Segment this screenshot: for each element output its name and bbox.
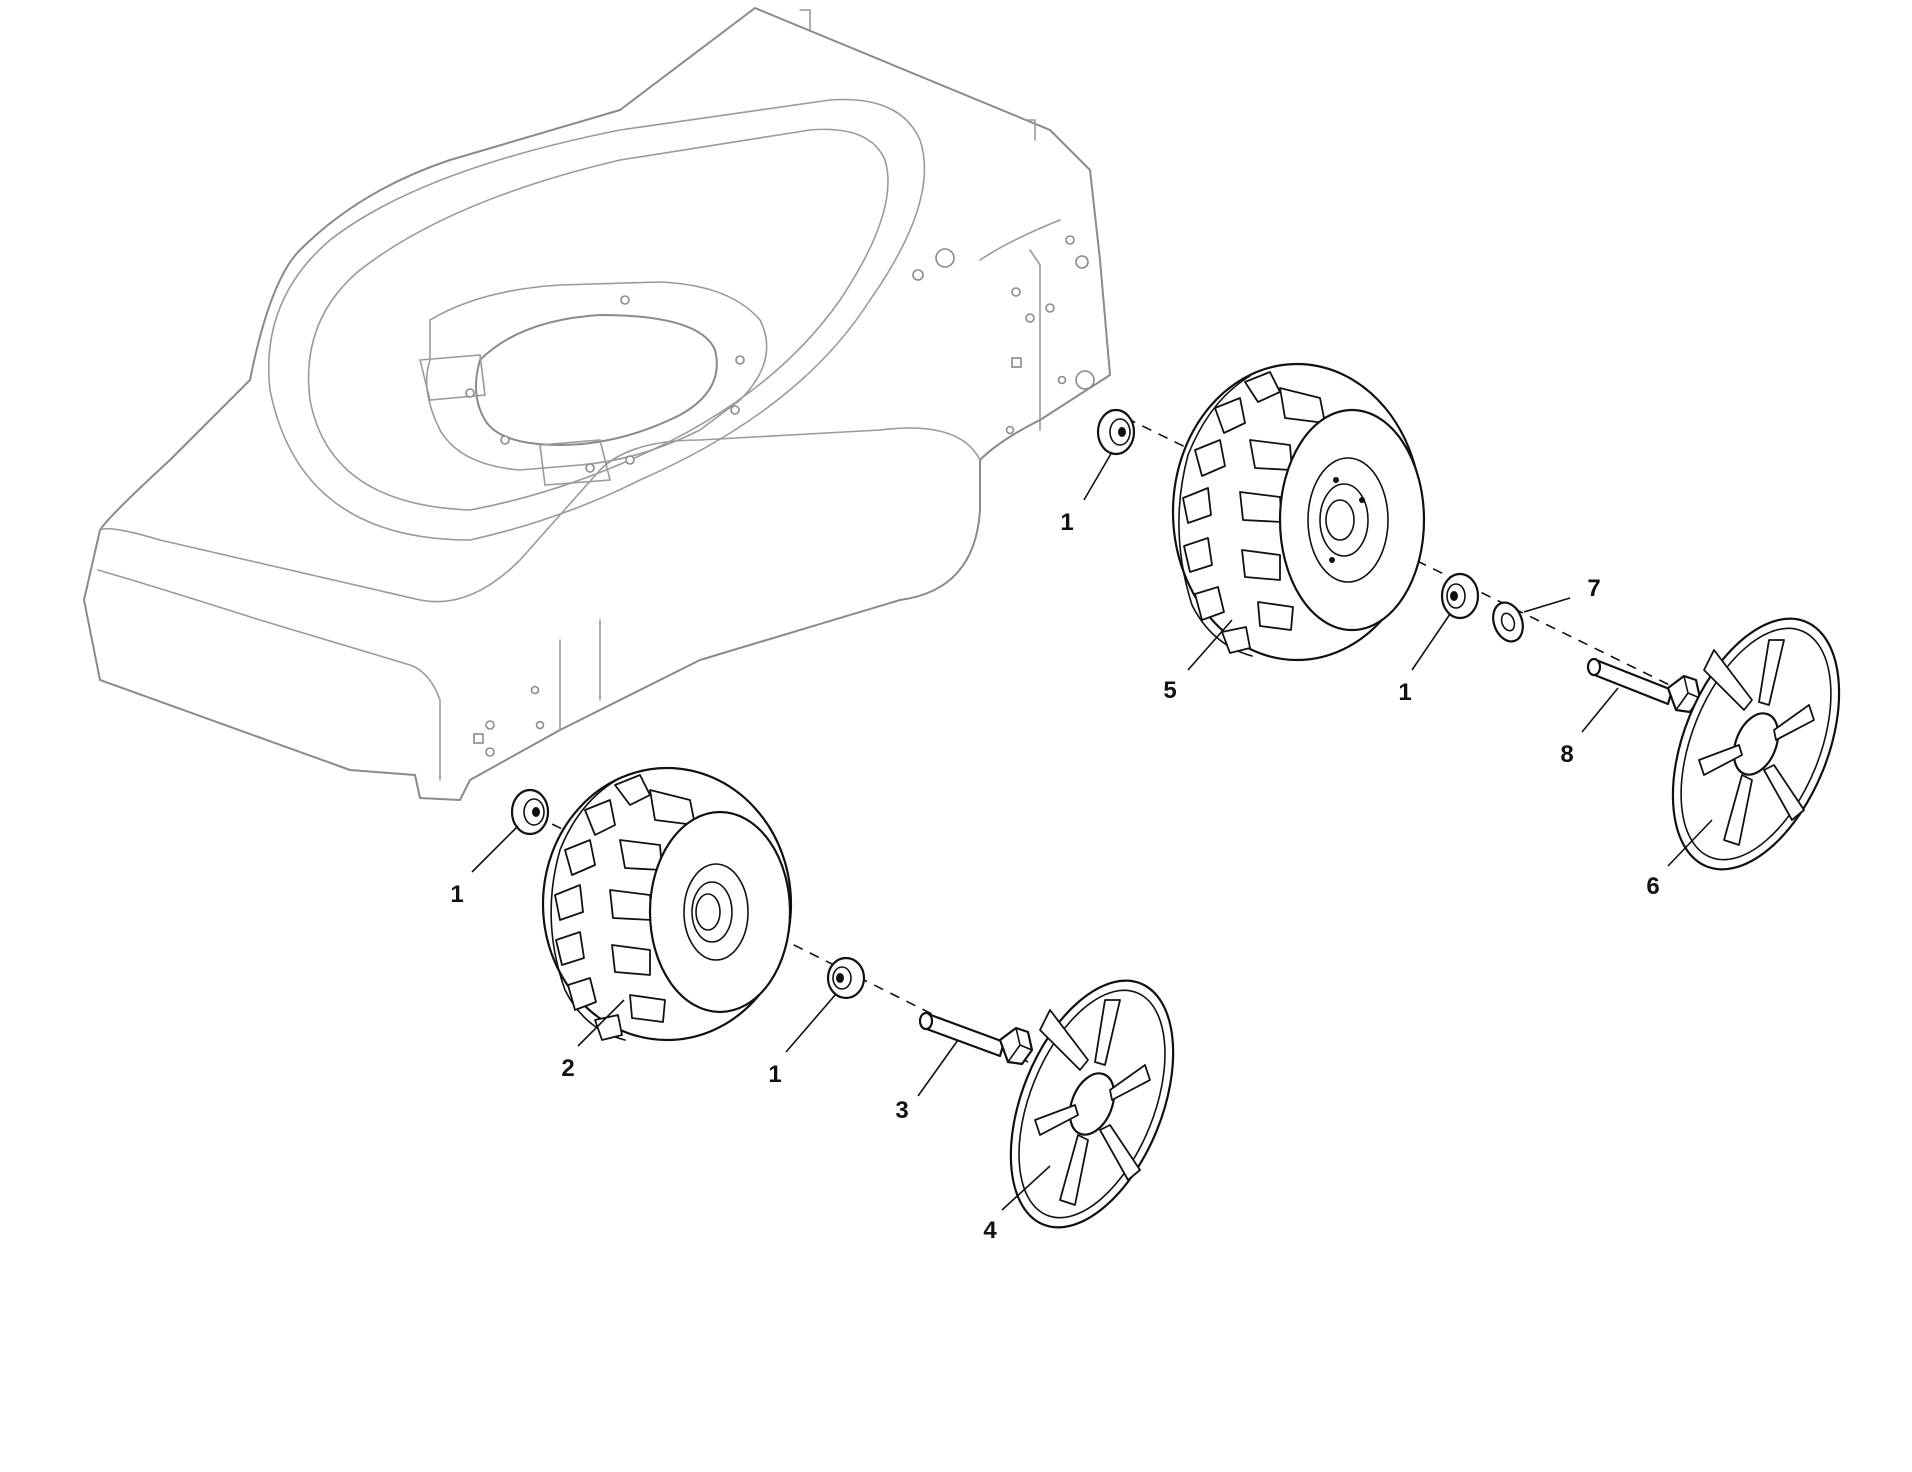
callout-1-gear-upper: 1 [1060, 509, 1073, 536]
leader-c5 [577, 999, 625, 1047]
washer-upper-right [1492, 601, 1524, 643]
drive-gear-lower-left [510, 788, 550, 836]
leader-c11 [1581, 687, 1619, 733]
callout-5-wheel-upper: 5 [1163, 677, 1176, 704]
leader-c3 [785, 993, 837, 1053]
mower-deck [83, 7, 1111, 801]
rear-wheel-lower-left [541, 766, 793, 1042]
callout-1-gear-lower: 1 [450, 881, 463, 908]
callout-1-bearing-lower: 1 [768, 1061, 781, 1088]
callout-1-bearing-upper: 1 [1398, 679, 1411, 706]
leader-c4 [1411, 613, 1451, 671]
leader-c9 [1667, 819, 1713, 867]
hub-cap-upper-right [1671, 617, 1841, 871]
callout-3-bolt-lower: 3 [895, 1097, 908, 1124]
callout-6-hubcap-upper: 6 [1646, 873, 1659, 900]
rear-wheel-upper-right [1171, 362, 1426, 662]
hub-cap-lower-left [1009, 979, 1175, 1229]
drive-gear-upper-right [1096, 408, 1136, 456]
leader-c10 [1523, 597, 1571, 613]
callout-8-bolt-upper: 8 [1560, 741, 1573, 768]
bearing-upper-right [1440, 572, 1480, 620]
leader-c7 [1001, 1165, 1051, 1211]
leader-c2 [471, 825, 519, 873]
leader-c6 [917, 1039, 959, 1097]
bearing-lower-left [826, 956, 866, 1000]
axle-bolt-upper-right [1586, 657, 1702, 714]
leader-c1 [1083, 451, 1113, 501]
leader-c8 [1187, 619, 1233, 671]
callout-4-hubcap-lower: 4 [983, 1217, 997, 1244]
axle-bolt-lower-left [918, 1011, 1034, 1066]
callout-7-washer: 7 [1587, 575, 1600, 602]
callout-2-wheel-lower: 2 [561, 1055, 574, 1082]
